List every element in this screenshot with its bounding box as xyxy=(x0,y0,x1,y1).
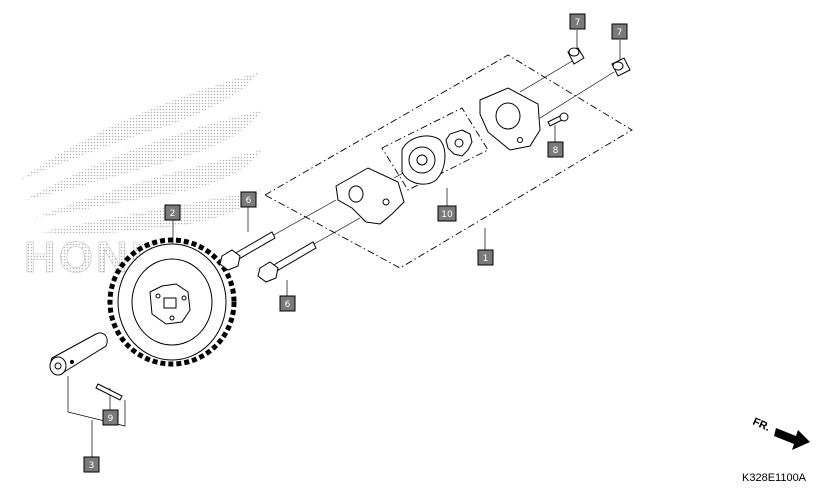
pump-body-outline xyxy=(335,167,405,225)
oil-pump-shaft xyxy=(49,332,108,376)
svg-text:7: 7 xyxy=(617,28,623,38)
leader-c3 xyxy=(67,376,126,427)
wing-lower-feather xyxy=(35,150,262,218)
callout-1: 1 xyxy=(477,249,494,266)
dowel-pin-right xyxy=(611,57,631,77)
oil-pump-sprocket xyxy=(107,237,237,367)
svg-text:7: 7 xyxy=(575,18,581,28)
axis-line-bolt-upper xyxy=(271,199,337,237)
callout-3: 3 xyxy=(83,456,100,473)
assembly-outline xyxy=(264,54,633,269)
svg-text:2: 2 xyxy=(170,209,176,219)
sprocket-hole-3 xyxy=(169,315,175,321)
inner-rotor-spacer xyxy=(416,154,428,166)
front-label: FR. xyxy=(751,416,772,434)
bolt-upper xyxy=(219,231,276,271)
wing-top-feather xyxy=(20,72,260,180)
pump-body-bore xyxy=(348,185,364,203)
callout-8: 8 xyxy=(547,141,564,158)
callout-2: 2 xyxy=(164,204,181,221)
bolt-upper-head xyxy=(219,249,241,271)
callout-10: 10 xyxy=(437,205,457,222)
sprocket-hole-1 xyxy=(155,293,161,299)
shaft-pin-hole xyxy=(69,359,75,365)
axis-line-pin-left xyxy=(519,59,575,93)
axis-line-bolt-lower xyxy=(313,217,361,245)
callouts: 7 7 8 6 2 10 1 6 9 3 xyxy=(83,13,628,473)
pump-body-hole xyxy=(382,198,390,206)
wing-base xyxy=(40,190,262,234)
svg-text:8: 8 xyxy=(553,146,559,156)
sprocket-keyway xyxy=(163,297,177,309)
dowel-pin-left xyxy=(567,47,585,65)
sprocket-inner-rim xyxy=(131,258,213,346)
pump-cover-bore xyxy=(495,102,521,130)
bolt-lower xyxy=(257,241,317,283)
oil-pump-group-boundary xyxy=(264,54,633,269)
bolt-lower-shank xyxy=(271,241,317,273)
svg-text:1: 1 xyxy=(483,254,489,264)
inner-rotor-hub xyxy=(454,138,464,148)
bolt-lower-head xyxy=(257,261,279,283)
wing-middle-feather xyxy=(25,110,262,200)
svg-text:6: 6 xyxy=(285,300,291,310)
axis-line-pin-right xyxy=(539,71,615,119)
pump-cover-hole xyxy=(517,137,523,143)
honda-wing-logo: HONDA xyxy=(20,72,262,282)
pin-body xyxy=(95,383,123,401)
callout-9: 9 xyxy=(102,409,119,426)
drawing-code: K328E1100A xyxy=(742,472,807,484)
pump-body xyxy=(335,167,405,225)
svg-text:10: 10 xyxy=(441,210,453,220)
screw-head xyxy=(559,112,569,122)
rotor-set-group-boundary xyxy=(381,107,489,191)
front-arrow-icon xyxy=(774,428,810,450)
screw xyxy=(547,112,569,127)
svg-text:9: 9 xyxy=(108,414,114,424)
callout-7a: 7 xyxy=(569,13,586,30)
front-direction-indicator: FR. xyxy=(751,416,810,450)
pump-cover xyxy=(479,87,541,151)
sprocket-hole-2 xyxy=(181,295,187,301)
dowel-right-end xyxy=(612,61,624,71)
callout-6a: 6 xyxy=(240,191,257,208)
shaft-bore xyxy=(54,362,62,370)
svg-text:6: 6 xyxy=(246,196,252,206)
leader-lines xyxy=(67,30,621,457)
rotor-set xyxy=(401,129,473,185)
svg-text:3: 3 xyxy=(89,461,95,471)
sprocket-teeth-ring xyxy=(107,237,237,367)
shaft-pin xyxy=(95,383,123,401)
callout-7b: 7 xyxy=(611,23,628,40)
dowel-left-end xyxy=(568,47,580,57)
callout-6b: 6 xyxy=(279,295,296,312)
